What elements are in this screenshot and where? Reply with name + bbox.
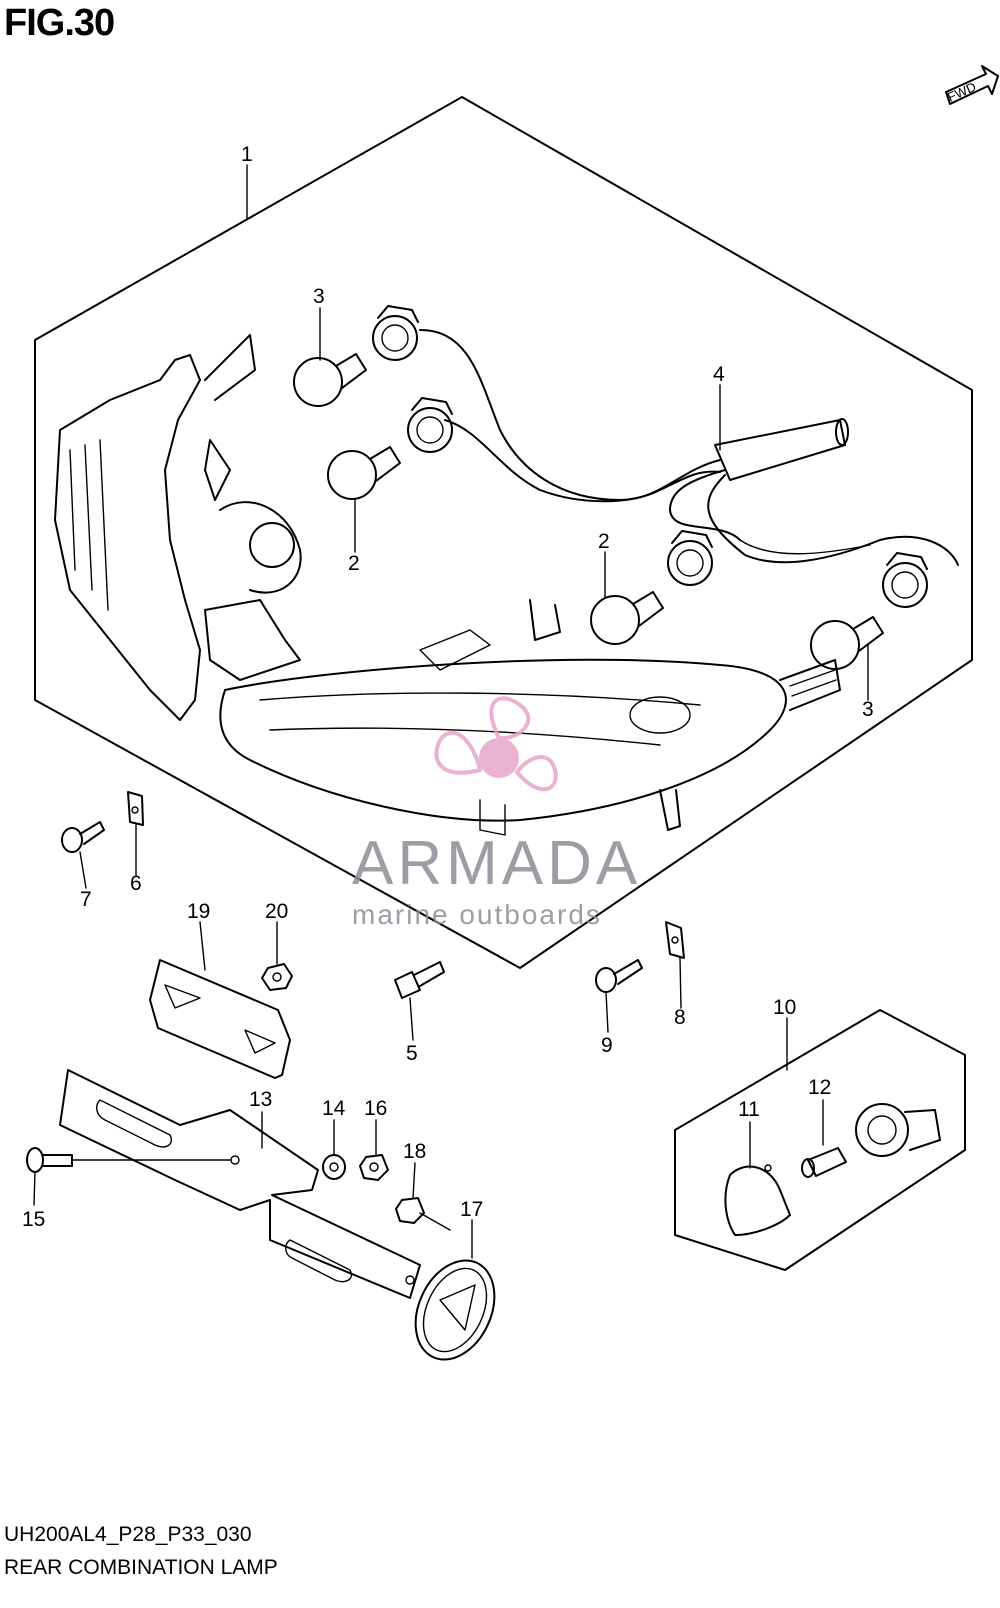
diagram-code: UH200AL4_P28_P33_030 [4,1523,252,1546]
screw-drawing-15 [26,1147,231,1173]
callout-3-upper: 3 [313,285,325,308]
callout-15: 15 [22,1208,45,1231]
watermark-brand: ARMADA [352,829,641,898]
callout-7: 7 [80,888,92,911]
bulb-socket-upper-right [407,397,453,453]
callout-16: 16 [364,1097,387,1120]
watermark-tagline: marine outboards [352,899,602,930]
bulb-drawing-2-upper [327,446,401,500]
screw-drawing-7 [61,821,105,853]
callout-18: 18 [403,1140,426,1163]
assembly-boundary [34,96,973,969]
callout-10: 10 [773,996,796,1019]
sub-assembly-boundary-10 [674,1009,966,1271]
reflector-drawing-17 [414,1259,496,1361]
socket-drawing-10 [855,1103,941,1157]
bulb-drawing-3-lower [810,616,884,670]
callout-1: 1 [241,143,253,166]
callout-4: 4 [713,363,725,386]
callout-9: 9 [601,1034,613,1057]
callout-8: 8 [674,1006,686,1029]
screw-drawing-9 [595,959,643,993]
callout-14: 14 [322,1097,346,1120]
callout-12: 12 [808,1076,831,1099]
nut-drawing-8 [665,921,685,959]
nut-drawing-18 [395,1197,451,1231]
watermark-propeller-logo [434,696,558,792]
bulb-cover-drawing-11 [724,1164,791,1236]
callout-11: 11 [738,1098,760,1121]
bulb-drawing-2-lower [590,591,664,645]
bulb-socket-lower-left [667,530,713,586]
callout-6: 6 [130,872,142,895]
wire-harness-drawing [419,329,959,566]
bulb-drawing-12 [801,1147,847,1178]
bracket-drawing-13 [59,1069,421,1299]
diagram-name: REAR COMBINATION LAMP [4,1556,278,1579]
washer-drawing-14 [322,1154,346,1180]
callout-2-upper: 2 [348,552,360,575]
fwd-arrow-icon: FWD [945,65,999,105]
watermark: ARMADA marine outboards [352,696,641,930]
nut-drawing-20 [261,963,293,991]
bulb-socket-upper-left [372,305,419,361]
bulb-socket-lower-right [882,552,928,608]
screw-drawing-5 [394,961,445,999]
callout-17: 17 [460,1198,483,1221]
fwd-label: FWD [945,79,978,105]
reflector-drawing-19 [149,959,291,1079]
nut-drawing-6 [127,791,144,826]
bulb-drawing-3-upper [293,353,367,407]
callout-13: 13 [249,1088,272,1111]
nut-drawing-16 [359,1154,389,1181]
callout-5: 5 [406,1042,418,1065]
figure-title: FIG.30 [4,2,115,44]
lamp-housing-drawing [54,334,841,836]
callout-19: 19 [187,900,210,923]
callout-2-lower: 2 [598,530,610,553]
callout-3-lower: 3 [862,698,874,721]
callout-labels: 1 3 2 4 2 3 7 6 19 20 5 9 8 10 12 11 13 … [22,143,874,1231]
callout-20: 20 [265,900,288,923]
leader-lines [33,164,869,1259]
